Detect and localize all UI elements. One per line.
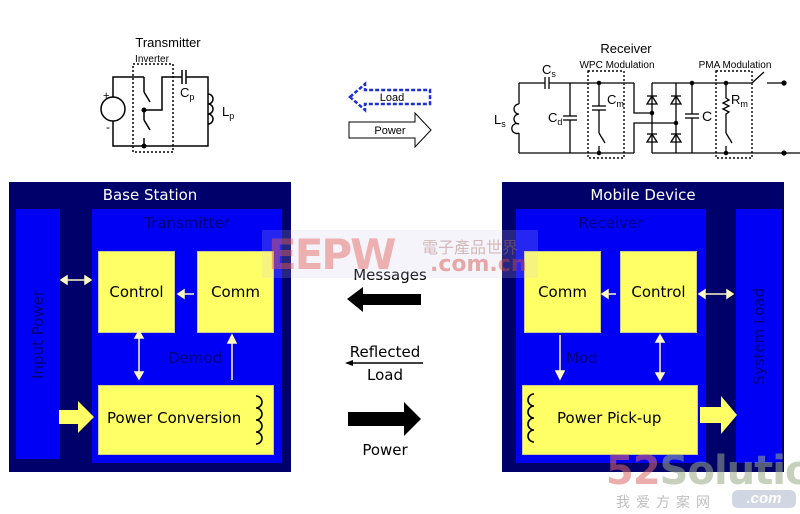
system-load-bar: System Load xyxy=(736,209,782,463)
messages-label: Messages xyxy=(353,266,427,284)
solution-chinese-text: 我爱方案网 xyxy=(616,495,716,511)
load-label: Load xyxy=(367,366,403,384)
power-arrow-legend: Power xyxy=(348,111,432,149)
pma-switch xyxy=(725,132,733,144)
mod-label: Mod xyxy=(566,349,598,367)
lp-inductor xyxy=(207,93,214,125)
c-label: C xyxy=(702,108,712,124)
inverter-label: Inverter xyxy=(135,54,170,65)
control-block: Control xyxy=(98,251,175,333)
comm-block: Comm xyxy=(524,251,601,333)
circuit-schematics: Transmitter Inverter + - Cp Lp Load Powe xyxy=(100,35,800,159)
transmitter-label: Transmitter xyxy=(144,214,230,232)
demod-label: Demod xyxy=(168,349,223,367)
mod-down-arrow xyxy=(554,335,566,381)
power-pickup-block: Power Pick-up xyxy=(522,385,698,455)
eepw-logo-text: EEPW xyxy=(268,230,396,279)
wpc-switch xyxy=(598,132,606,144)
reflected-load-arrow xyxy=(345,360,423,366)
power-pickup-label: Power Pick-up xyxy=(557,409,662,427)
base-station-title: Base Station xyxy=(102,186,198,204)
mobile-device-title: Mobile Device xyxy=(590,186,696,204)
eepw-chinese-text: 電子產品世界 xyxy=(422,238,519,257)
plus-sign: + xyxy=(103,90,109,102)
receiver-label: Receiver xyxy=(578,214,644,232)
control-power-double-arrow xyxy=(133,329,145,381)
solution-text: Solution xyxy=(659,448,800,494)
transmitter-block: Transmitter Control Comm Demod Power Con… xyxy=(92,209,282,463)
mobile-device-arrows xyxy=(527,288,737,443)
base-station-arrows xyxy=(59,274,263,445)
solution-watermark: 52Solution 我爱方案网 .com xyxy=(606,448,800,511)
ls-label: Ls xyxy=(494,112,506,129)
power-conversion-label: Power Conversion xyxy=(107,409,242,427)
output-switch xyxy=(751,71,765,84)
minus-sign: - xyxy=(106,120,110,134)
control-load-double-arrow xyxy=(697,288,735,300)
reflected-label: Reflected xyxy=(349,343,421,361)
comm-block: Comm xyxy=(197,251,274,333)
wpc-modulation-label: WPC Modulation xyxy=(579,60,654,71)
solution-domain-badge: .com xyxy=(732,490,796,508)
input-control-double-arrow xyxy=(59,274,93,286)
power-arrow xyxy=(348,402,421,436)
demod-up-arrow xyxy=(226,333,238,380)
eepw-domain-text: .com.cn xyxy=(430,252,527,277)
receiver-block: Receiver Comm Control Mod Power Pick-up xyxy=(516,209,706,463)
rm-resistor xyxy=(721,83,731,133)
power-label: Power xyxy=(362,441,408,459)
comm-to-control-arrow xyxy=(176,288,194,300)
power-legend-label: Power xyxy=(374,125,406,137)
solution-52-text: 52 xyxy=(606,448,661,494)
switch-top xyxy=(143,91,151,103)
mobile-device-block: Mobile Device Receiver Comm Control Mod … xyxy=(502,182,784,472)
load-legend-label: Load xyxy=(380,92,404,104)
cp-label: Cp xyxy=(180,85,194,102)
pma-box xyxy=(715,70,753,159)
transmitter-title: Transmitter xyxy=(135,35,201,50)
switch-bottom xyxy=(143,119,151,131)
input-power-bar: Input Power xyxy=(16,209,60,459)
cd-label: Cd xyxy=(548,110,562,127)
rm-label: Rm xyxy=(731,92,748,109)
control-to-comm-arrow xyxy=(600,288,616,300)
pma-modulation-label: PMA Modulation xyxy=(699,60,772,71)
base-station-block: Base Station Input Power Transmitter Con… xyxy=(9,182,291,472)
eepw-watermark: EEPW 電子產品世界 .com.cn xyxy=(262,230,538,279)
lp-label: Lp xyxy=(222,104,234,121)
receiver-title: Receiver xyxy=(600,41,652,56)
cs-label: Cs xyxy=(542,62,556,79)
messages-arrow xyxy=(347,287,421,312)
wpc-box xyxy=(587,70,625,159)
cm-label: Cm xyxy=(607,92,624,109)
receive-coil-icon xyxy=(527,393,535,443)
transmit-coil-icon xyxy=(255,395,263,445)
control-pickup-double-arrow xyxy=(654,333,666,382)
receiver-circuit: Receiver WPC Modulation PMA Modulation xyxy=(511,41,800,159)
input-to-conversion-arrow xyxy=(59,401,94,433)
transmitter-circuit: Transmitter Inverter + - xyxy=(100,35,214,153)
control-block: Control xyxy=(620,251,697,333)
pickup-to-load-arrow xyxy=(700,396,737,434)
solution-logo: 52Solution xyxy=(606,448,800,494)
diode-bridge xyxy=(645,94,683,143)
inverter-box xyxy=(132,63,174,153)
load-arrow-legend: Load xyxy=(348,81,432,113)
power-conversion-block: Power Conversion xyxy=(98,385,274,455)
ls-inductor xyxy=(511,103,520,135)
